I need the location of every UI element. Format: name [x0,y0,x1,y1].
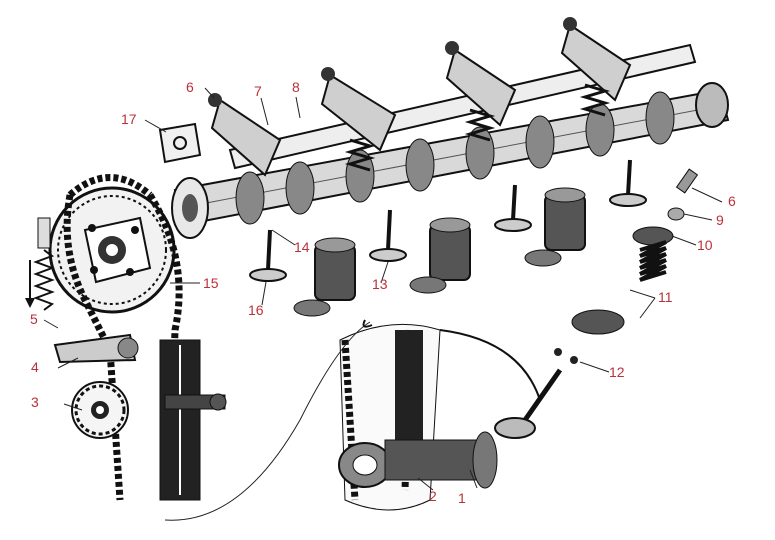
crankshaft-sprocket [71,381,129,439]
timing-chain [63,174,183,501]
rocker-shaft [228,43,697,170]
inset-leader-line [164,321,371,521]
callout-10: 10 [697,237,713,253]
callout-5: 5 [30,311,38,327]
callout-12: 12 [609,364,625,380]
tappets [314,187,586,301]
valves [249,159,647,317]
callout-11: 11 [658,289,673,305]
callout-13: 13 [372,276,388,292]
tensioner-lever [53,333,139,364]
callout-6-right: 6 [728,193,736,209]
valve-springs-installed [344,83,611,172]
tensioner-spring [25,217,55,311]
callout-7: 7 [254,83,262,99]
callout-6-upper: 6 [186,79,194,95]
callout-17: 17 [121,111,137,127]
callout-3: 3 [31,394,39,410]
callout-8: 8 [292,79,300,95]
camshaft [171,82,730,239]
inset-chain-detail [338,319,541,511]
callout-9: 9 [716,212,724,228]
callout-2: 2 [429,488,437,504]
leader-lines [43,87,723,491]
gasket [158,122,202,164]
callout-15: 15 [203,275,219,291]
callout-labels: 1 2 3 4 5 6 7 8 6 9 10 11 12 13 14 15 16… [30,79,736,506]
callout-16: 16 [248,302,264,318]
chain-guide [159,339,227,501]
callout-4: 4 [31,359,39,375]
exploded-valve-parts [494,168,699,439]
callout-1: 1 [458,490,466,506]
camshaft-sprocket [48,186,176,314]
rocker-arms [208,17,632,177]
callout-14: 14 [294,239,310,255]
